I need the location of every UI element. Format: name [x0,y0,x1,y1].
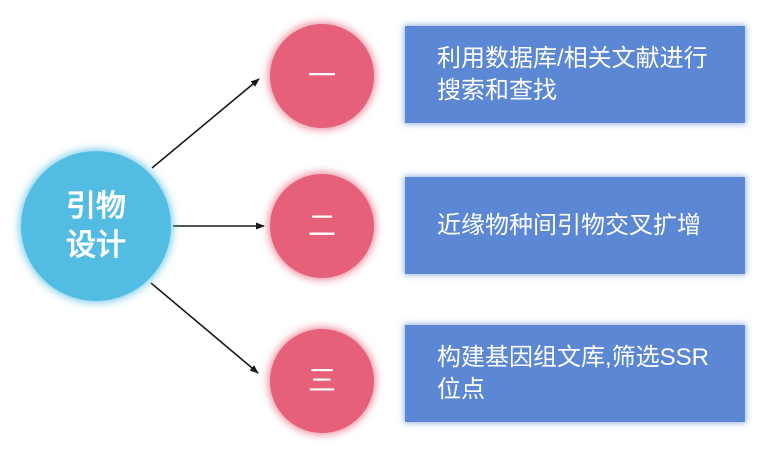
step-number-2: 二 [307,210,336,241]
step-number-3: 三 [307,365,336,396]
step-circle-1: 一 [270,24,374,128]
desc-text-1: 利用数据库/相关文献进行搜索和查找 [437,44,708,104]
desc-box-3: 构建基因组文库,筛选SSR位点 [405,325,745,422]
desc-box-1: 利用数据库/相关文献进行搜索和查找 [405,26,745,123]
desc-text-2: 近缘物种间引物交叉扩增 [437,211,701,239]
arrow-to-step-1 [151,78,260,169]
step-circle-2: 二 [270,174,374,278]
step-number-1: 一 [307,60,336,91]
arrow-to-step-3 [150,282,259,374]
desc-box-2: 近缘物种间引物交叉扩增 [405,177,745,274]
desc-text-3: 构建基因组文库,筛选SSR位点 [437,343,710,403]
root-node-label: 引物 设计 [66,190,126,262]
step-circle-3: 三 [270,329,374,433]
root-node-primer-design: 引物 设计 [21,151,171,301]
